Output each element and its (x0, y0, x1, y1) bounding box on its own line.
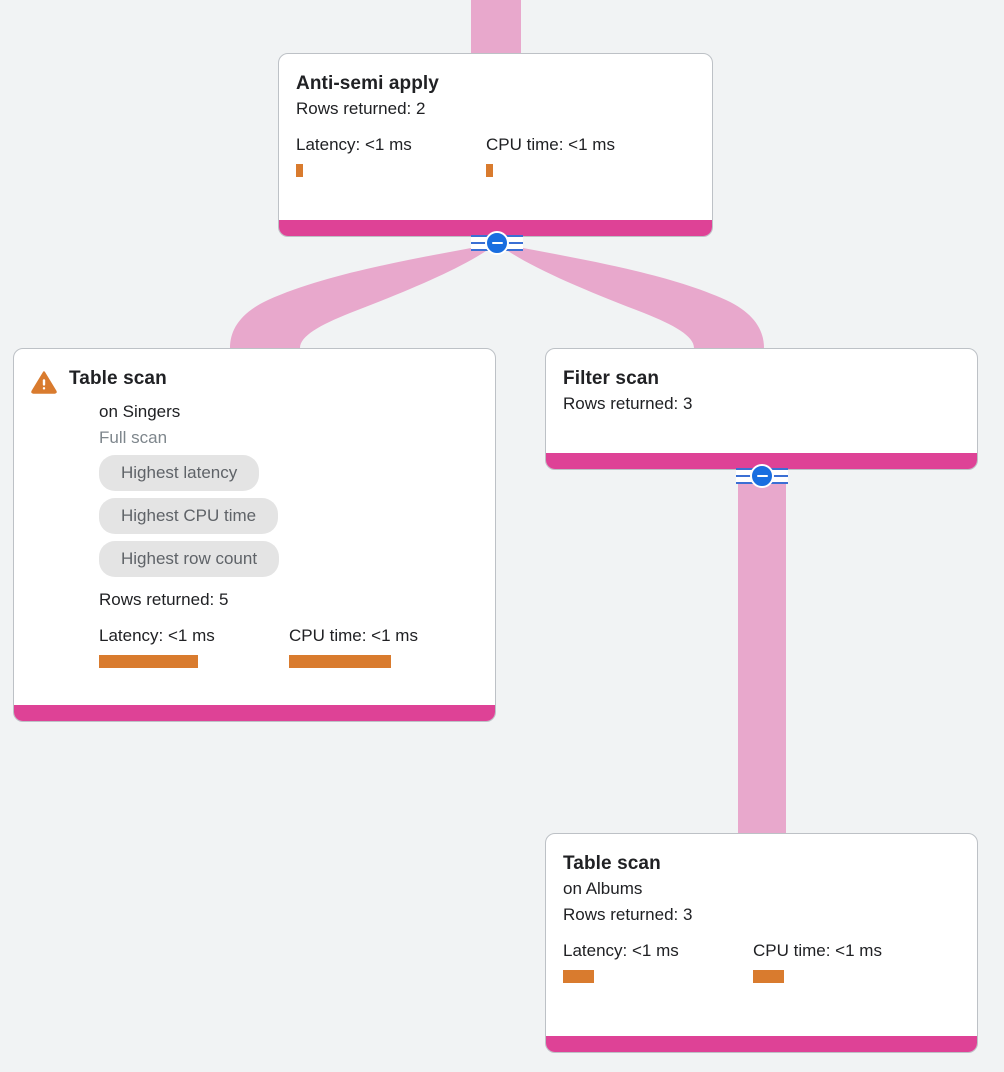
node-title: Anti-semi apply (296, 73, 439, 94)
node-body: Table scan on Singers Full scan Highest … (14, 349, 495, 705)
metric-latency-label: Latency: <1 ms (563, 941, 679, 960)
minus-circle-icon[interactable] (750, 464, 774, 488)
node-body: Filter scan Rows returned: 3 (546, 349, 977, 453)
metric-latency: Latency: <1 ms (296, 134, 486, 177)
metric-latency-label: Latency: <1 ms (99, 626, 215, 645)
node-title: Table scan (69, 368, 167, 389)
node-target: on Singers (99, 402, 181, 421)
node-metrics: Latency: <1 ms CPU time: <1 ms (563, 940, 960, 983)
node-target: on Albums (563, 879, 643, 898)
node-footer-bar (14, 705, 495, 721)
rows-returned: Rows returned: 3 (563, 905, 693, 924)
edge-antisemi-to-filter-scan (497, 243, 764, 348)
minus-circle-icon[interactable] (485, 231, 509, 255)
chip-highest-cpu-time: Highest CPU time (99, 498, 279, 534)
metric-latency-label: Latency: <1 ms (296, 135, 412, 154)
rows-returned: Rows returned: 3 (563, 394, 693, 413)
metric-cpu-time-bar (486, 164, 493, 177)
metric-cpu-time-bar (753, 970, 784, 983)
node-body: Table scan on Albums Rows returned: 3 La… (546, 834, 977, 1036)
node-header: Anti-semi apply (296, 72, 695, 96)
toggle-anti-semi-apply[interactable] (471, 230, 523, 256)
node-footer-bar (546, 1036, 977, 1052)
metric-latency-bar (296, 164, 303, 177)
warning-triangle-icon (31, 370, 57, 399)
node-filter-scan[interactable]: Filter scan Rows returned: 3 (545, 348, 978, 470)
metric-cpu-time-label: CPU time: <1 ms (486, 135, 615, 154)
chip-highest-row-count: Highest row count (99, 541, 280, 577)
metric-cpu-time-label: CPU time: <1 ms (753, 941, 882, 960)
node-title: Table scan (563, 853, 661, 874)
metric-cpu-time-label: CPU time: <1 ms (289, 626, 418, 645)
metric-latency: Latency: <1 ms (99, 625, 289, 668)
rows-returned: Rows returned: 5 (99, 590, 229, 609)
node-footer-bar (546, 453, 977, 469)
node-metrics: Latency: <1 ms CPU time: <1 ms (31, 625, 478, 668)
metric-cpu-time: CPU time: <1 ms (486, 134, 615, 177)
edge-filter-scan-to-table-scan-albums (738, 470, 786, 838)
metric-cpu-time-bar (289, 655, 391, 668)
rows-returned: Rows returned: 2 (296, 99, 426, 118)
node-anti-semi-apply[interactable]: Anti-semi apply Rows returned: 2 Latency… (278, 53, 713, 237)
metric-cpu-time: CPU time: <1 ms (753, 940, 882, 983)
chip-highest-latency: Highest latency (99, 455, 260, 491)
metric-latency: Latency: <1 ms (563, 940, 753, 983)
edge-incoming-root (471, 0, 521, 56)
metric-latency-bar (99, 655, 198, 668)
node-title: Filter scan (563, 368, 660, 389)
node-footer-bar (279, 220, 712, 236)
metric-cpu-time: CPU time: <1 ms (289, 625, 418, 668)
node-scan-type: Full scan (99, 428, 168, 447)
toggle-filter-scan[interactable] (736, 463, 788, 489)
node-header: Table scan (31, 367, 478, 399)
edge-antisemi-to-table-scan-singers (230, 243, 497, 348)
node-header: Table scan (563, 852, 960, 876)
node-table-scan-albums[interactable]: Table scan on Albums Rows returned: 3 La… (545, 833, 978, 1053)
node-table-scan-singers[interactable]: Table scan on Singers Full scan Highest … (13, 348, 496, 722)
node-metrics: Latency: <1 ms CPU time: <1 ms (296, 134, 695, 177)
metric-latency-bar (563, 970, 594, 983)
node-body: Anti-semi apply Rows returned: 2 Latency… (279, 54, 712, 220)
node-header: Filter scan (563, 367, 960, 391)
node-chips: Highest latency Highest CPU time Highest… (31, 455, 478, 584)
